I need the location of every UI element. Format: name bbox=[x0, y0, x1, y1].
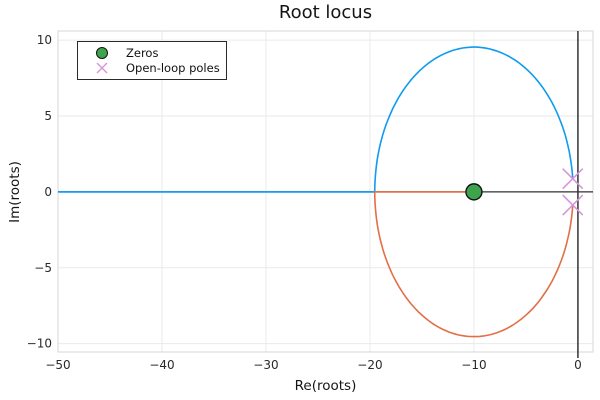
chart-title: Root locus bbox=[278, 2, 373, 23]
zero-marker bbox=[465, 183, 483, 201]
legend-label-poles: Open-loop poles bbox=[126, 60, 220, 75]
y-tick-label: 10 bbox=[37, 33, 52, 47]
pole-marker bbox=[562, 194, 584, 216]
locus-lower-branch bbox=[373, 191, 574, 338]
x-tick-label: 0 bbox=[574, 358, 582, 372]
x-tick-label: −20 bbox=[357, 358, 382, 372]
y-tick-label: −5 bbox=[34, 261, 52, 275]
legend-label-zeros: Zeros bbox=[126, 45, 159, 60]
y-tick-label: −10 bbox=[27, 337, 52, 351]
x-tick-label: −50 bbox=[45, 358, 70, 372]
x-tick-label: −30 bbox=[253, 358, 278, 372]
x-axis-label: Re(roots) bbox=[294, 378, 357, 394]
x-tick-label: −40 bbox=[149, 358, 174, 372]
zero-marker-icon bbox=[96, 46, 108, 59]
locus-upper-branch bbox=[58, 46, 574, 193]
pole-marker bbox=[562, 168, 584, 190]
legend-box: Zeros Open-loop poles bbox=[77, 41, 227, 80]
y-tick-label: 0 bbox=[44, 185, 52, 199]
x-tick-label: −10 bbox=[461, 358, 486, 372]
legend-entry-poles: Open-loop poles bbox=[78, 60, 226, 75]
y-tick-label: 5 bbox=[44, 109, 52, 123]
pole-marker-icon bbox=[96, 62, 108, 73]
legend-entry-zeros: Zeros bbox=[78, 45, 226, 60]
